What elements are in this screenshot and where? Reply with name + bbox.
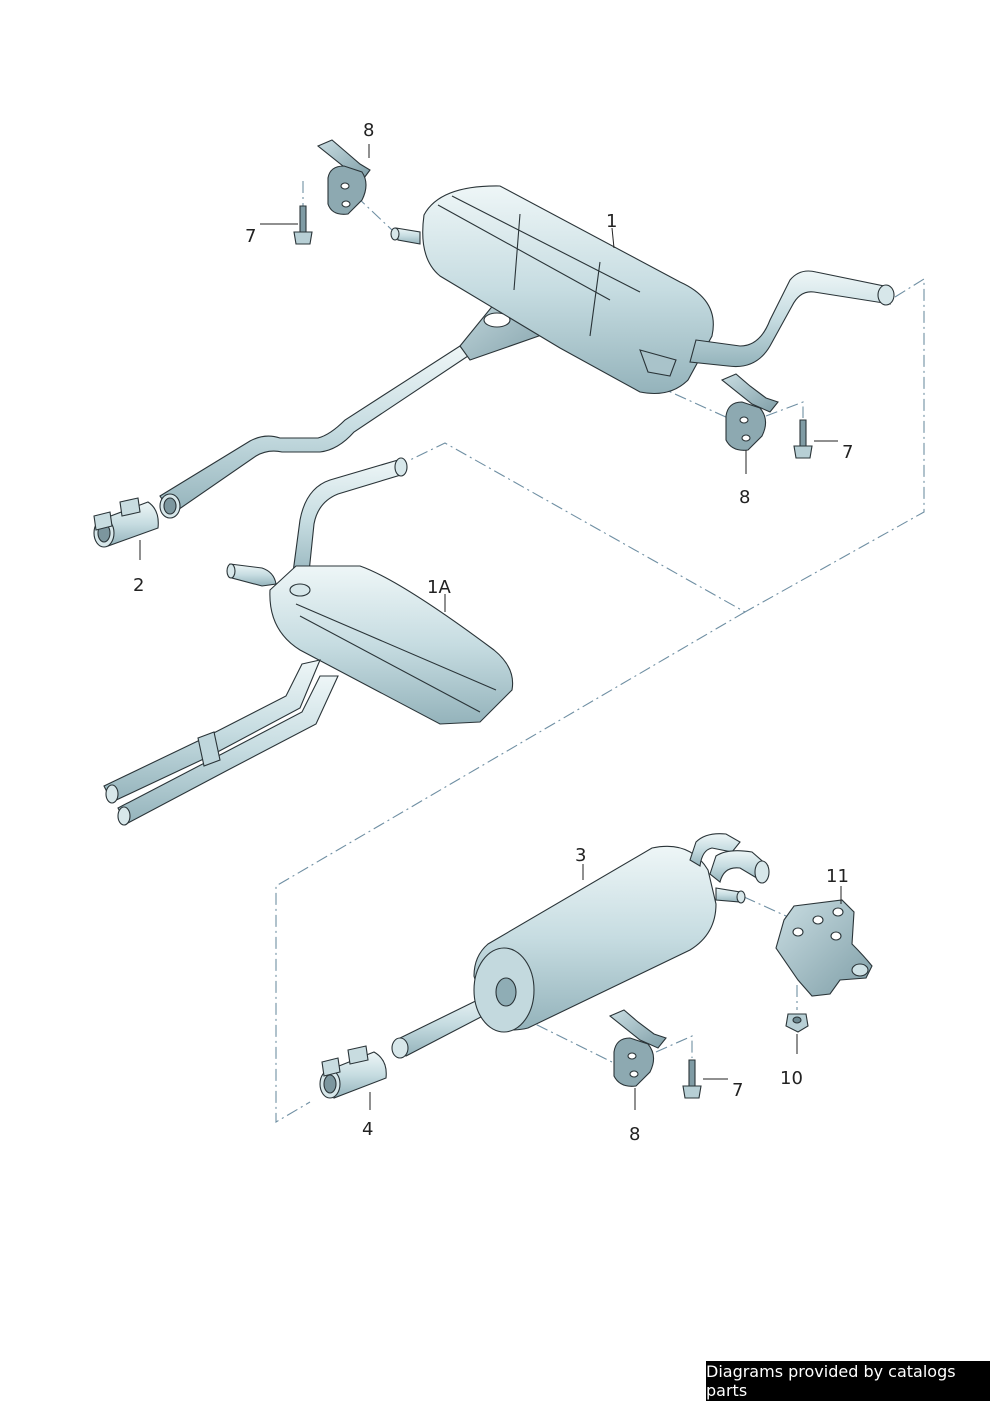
callout-1: 1 [606,211,617,232]
part-8-hanger-right [720,373,779,451]
part-7-screw-top [293,205,313,245]
part-2-clamp [93,497,159,548]
callout-11: 11 [826,866,849,887]
callout-7-top: 7 [245,226,256,247]
part-7-screw-bottom [682,1059,702,1099]
callout-4: 4 [362,1119,373,1140]
part-8-hanger-bottom [608,1009,667,1087]
part-1-center-muffler-assembly [159,185,895,519]
callout-10: 10 [780,1068,803,1089]
part-3-rear-muffler [391,833,770,1059]
callout-8-bottom: 8 [629,1124,640,1145]
callout-7-bottom: 7 [732,1080,743,1101]
callout-3: 3 [575,845,586,866]
callout-8-top: 8 [363,120,374,141]
callout-8-right: 8 [739,487,750,508]
part-7-screw-right [793,419,813,459]
assembly-dashed-lines [275,181,925,1123]
part-10-nut [785,1013,809,1033]
callout-2: 2 [133,575,144,596]
credit-banner: Diagrams provided by catalogs parts [706,1361,990,1401]
part-8-hanger-top [316,139,371,215]
callout-7-right: 7 [842,442,853,463]
callout-1a: 1A [427,577,451,598]
part-4-clamp [319,1045,387,1099]
callout-labels: 1 1A 2 3 4 7 7 7 8 8 8 10 11 [133,120,853,1145]
part-1a-alternative-muffler [103,457,514,826]
part-11-bracket [775,899,873,997]
leader-lines [139,144,842,1110]
